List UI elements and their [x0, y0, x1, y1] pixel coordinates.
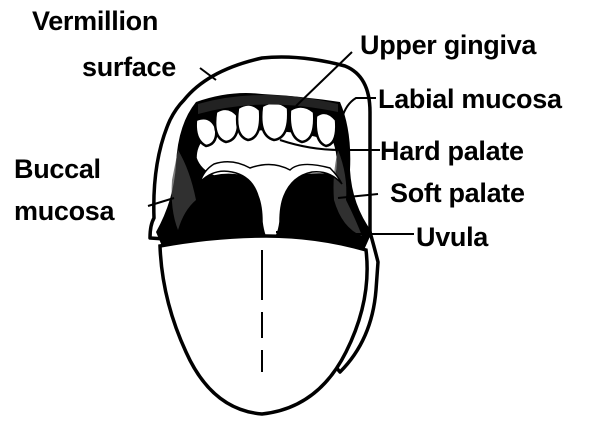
tooth-3 — [237, 104, 260, 140]
label-vermillion-line1: Vermillion — [32, 6, 158, 36]
tooth-2 — [215, 109, 238, 142]
label-buccal-line2: mucosa — [14, 196, 114, 226]
label-labial-mucosa: Labial mucosa — [378, 84, 562, 114]
label-uvula: Uvula — [416, 222, 488, 252]
label-hard-palate: Hard palate — [380, 136, 524, 166]
label-buccal-line1: Buccal — [14, 154, 101, 184]
label-vermillion-line2: surface — [82, 52, 176, 82]
label-soft-palate: Soft palate — [390, 178, 525, 208]
label-upper-gingiva: Upper gingiva — [360, 30, 536, 60]
tongue — [160, 236, 367, 414]
tooth-4 — [261, 102, 288, 140]
tooth-6 — [316, 113, 337, 146]
tooth-5 — [290, 106, 315, 142]
